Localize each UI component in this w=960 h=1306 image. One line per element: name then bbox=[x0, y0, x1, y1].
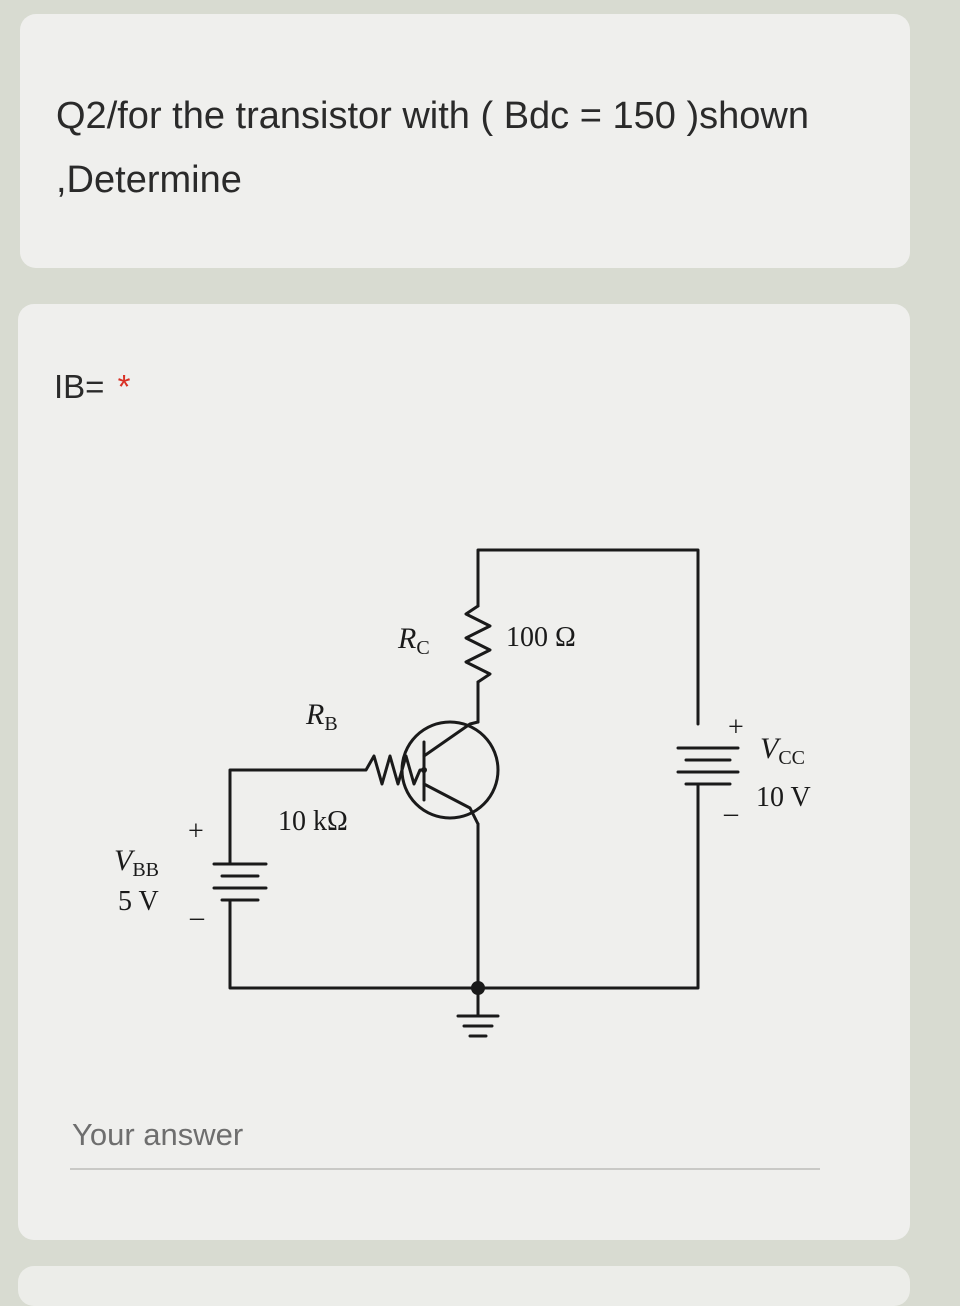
wire-top bbox=[476, 548, 700, 726]
question-header-card: Q2/for the transistor with ( Bdc = 150 )… bbox=[20, 14, 910, 268]
question-title: IB= * bbox=[54, 368, 130, 406]
rc-resistor bbox=[464, 604, 492, 684]
rb-label: RB bbox=[305, 698, 338, 735]
question-description: Q2/for the transistor with ( Bdc = 150 )… bbox=[56, 95, 809, 201]
ground-symbol bbox=[456, 986, 500, 1038]
wire-left bbox=[228, 768, 330, 866]
rc-value: 100 Ω bbox=[506, 622, 576, 653]
rb-resistor bbox=[326, 754, 426, 786]
wire-right bbox=[476, 782, 700, 990]
answer-input[interactable] bbox=[70, 1110, 820, 1170]
question-card: IB= * bbox=[18, 304, 910, 1240]
vcc-minus-sign: – bbox=[723, 798, 739, 829]
rc-label: RC bbox=[397, 622, 430, 659]
ground-node bbox=[471, 981, 485, 995]
required-asterisk: * bbox=[117, 368, 131, 405]
rb-value: 10 kΩ bbox=[278, 806, 348, 837]
next-question-card bbox=[18, 1266, 910, 1306]
question-label: IB= bbox=[54, 368, 105, 405]
transistor-base-node bbox=[421, 767, 427, 773]
vcc-plus-sign: + bbox=[728, 712, 744, 743]
vbb-label: VBB bbox=[114, 844, 159, 881]
vbb-value: 5 V bbox=[118, 886, 159, 917]
vbb-minus-sign: – bbox=[189, 902, 205, 933]
vcc-label: VCC bbox=[760, 732, 805, 769]
vbb-plus-sign: + bbox=[188, 816, 204, 847]
vcc-value: 10 V bbox=[756, 782, 811, 813]
circuit-diagram: RC 100 Ω RB 10 kΩ + VCC 10 V – + VBB 5 V… bbox=[114, 548, 811, 1038]
wire-bottom-left bbox=[228, 898, 480, 990]
